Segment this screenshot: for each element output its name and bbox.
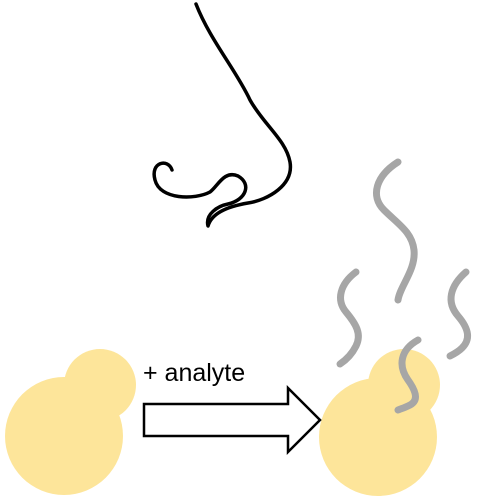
yeast-cell-left <box>5 349 136 495</box>
arrow-label: + analyte <box>143 359 246 387</box>
odor-wave-icon <box>373 158 418 304</box>
nose-icon <box>152 2 293 228</box>
yeast-cell-right <box>319 349 440 496</box>
arrow-icon <box>142 384 322 456</box>
yeast-body-left <box>5 377 123 495</box>
odor-lines <box>336 158 471 414</box>
odor-wave-icon <box>446 268 471 360</box>
odor-wave-icon <box>336 268 362 368</box>
odor-wave-icon <box>394 336 422 414</box>
yeast-body-right <box>319 378 437 496</box>
